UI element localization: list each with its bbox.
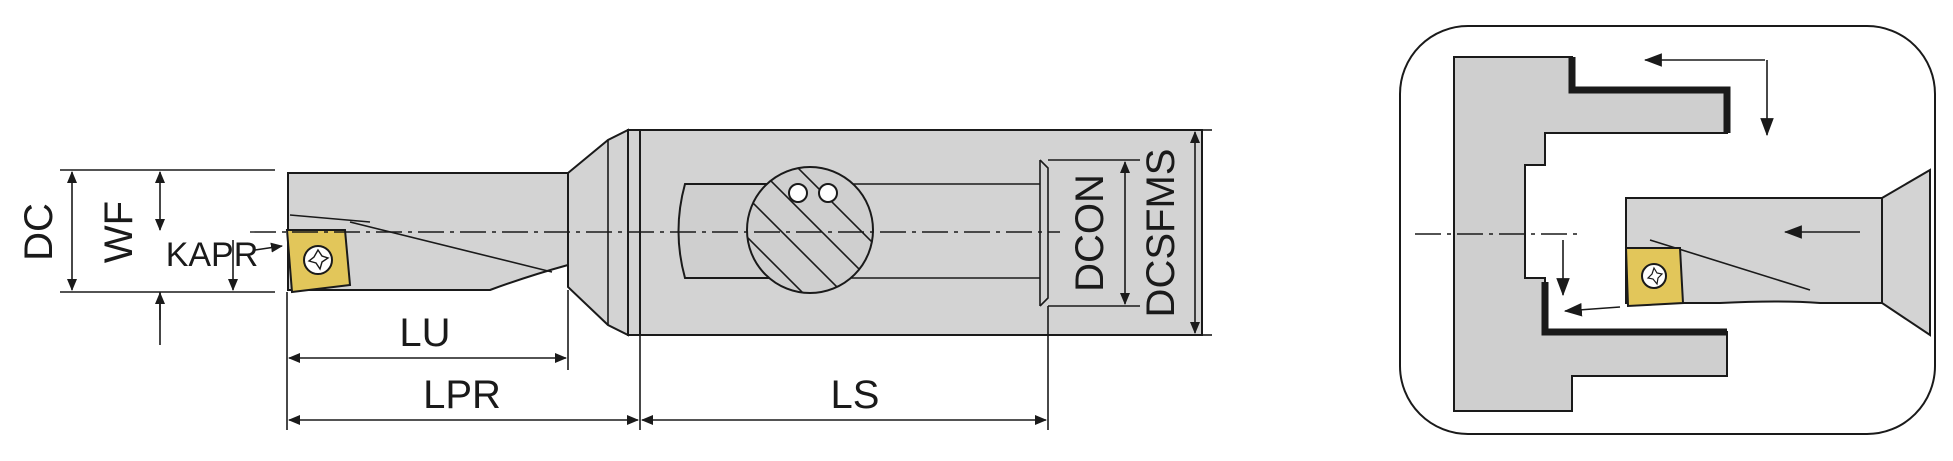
dim-label-lpr: LPR xyxy=(423,373,501,417)
dim-label-dcsfms: DCSFMS xyxy=(1139,149,1183,318)
dim-label-kapr: KAPR xyxy=(166,236,259,274)
application-view xyxy=(1399,25,1936,435)
dim-label-dcon: DCON xyxy=(1068,174,1112,292)
tool-side-view: DC WF KAPR LU LPR LS DCON DCSFMS xyxy=(17,128,1212,430)
arrow-icon xyxy=(1556,53,1860,317)
torx-screw-icon xyxy=(303,245,333,275)
coolant-cylinder xyxy=(746,166,874,294)
app-tool-shank xyxy=(1625,197,1883,304)
dim-label-wf: WF xyxy=(97,201,141,263)
app-cutting-insert xyxy=(1624,247,1685,308)
dim-label-dc: DC xyxy=(17,203,61,261)
cutting-insert xyxy=(285,229,352,294)
dim-label-lu: LU xyxy=(399,311,450,355)
dim-label-ls: LS xyxy=(831,373,880,417)
